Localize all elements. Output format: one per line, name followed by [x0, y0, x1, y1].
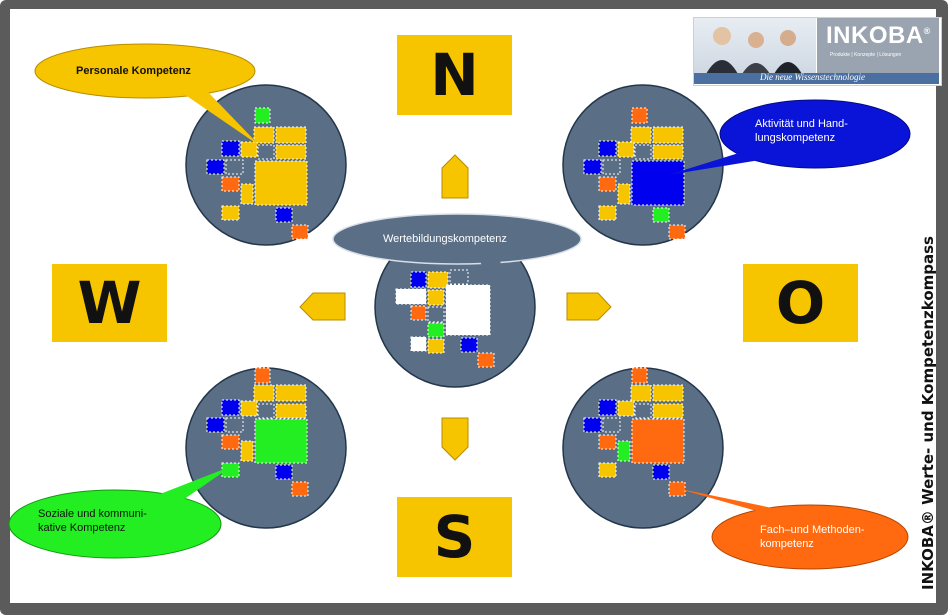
callout-technical-text: Fach–und Methoden- kompetenz — [760, 524, 865, 550]
callout-personal — [34, 43, 260, 146]
logo-slogan: Die neue Wissenstechnologie — [760, 72, 865, 82]
logo-tagline: Produkte | Konzepte | Lösungen — [830, 52, 902, 58]
blocks-social — [206, 367, 309, 497]
east-box: O — [743, 264, 858, 342]
south-label: S — [433, 503, 476, 571]
arrow-north — [441, 154, 469, 199]
callout-technical — [676, 488, 909, 570]
south-box: S — [397, 497, 512, 577]
callout-social — [8, 466, 232, 559]
callout-personal-text: Personale Kompetenz — [76, 65, 191, 77]
arrow-west — [299, 292, 346, 321]
blocks-activity — [583, 107, 686, 240]
west-label: W — [77, 269, 142, 337]
north-label: N — [430, 41, 479, 109]
callout-activity — [668, 99, 911, 175]
callout-activity-text: Aktivität und Hand- lungskompetenz — [755, 118, 848, 144]
callout-social-text: Soziale und kommuni- kative Kompetenz — [38, 508, 147, 534]
callout-values-text: Wertebildungskompetenz — [383, 233, 507, 245]
callout-values — [332, 213, 582, 330]
logo-brand-text: INKOBA® — [826, 22, 931, 49]
arrow-south — [441, 417, 469, 461]
arrow-east — [566, 292, 612, 321]
blocks-values — [395, 269, 495, 368]
blocks-technical — [583, 367, 686, 497]
west-box: W — [52, 264, 167, 342]
east-label: O — [775, 269, 826, 337]
north-box: N — [397, 35, 512, 115]
logo-slogan-bar — [694, 73, 939, 84]
logo-people-photo — [694, 18, 816, 74]
blocks-personal — [206, 107, 309, 240]
logo-brand-box — [817, 18, 939, 74]
side-title: INKOBA® Werte- und Kompetenzkompass — [919, 236, 937, 590]
